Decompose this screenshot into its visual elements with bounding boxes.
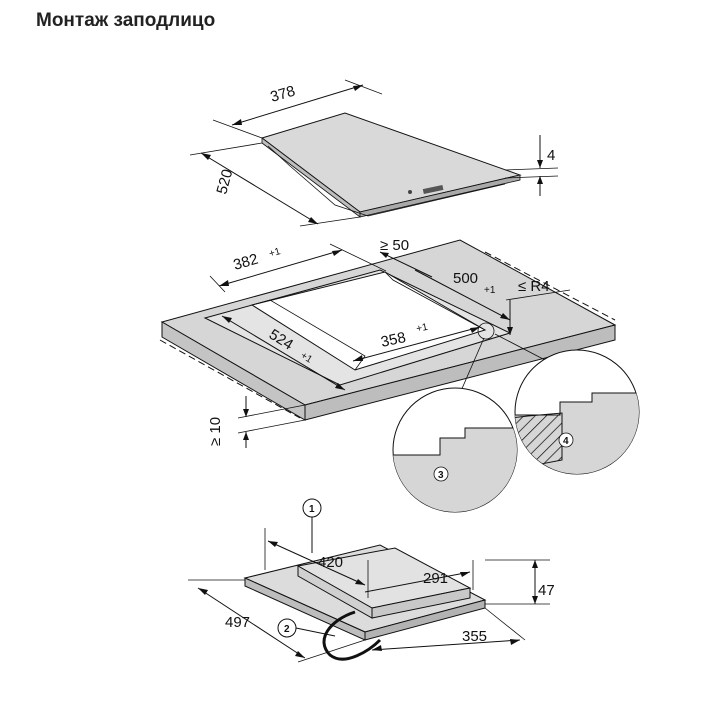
hob-indicator <box>408 190 412 194</box>
hob-width-dimension: 378 <box>212 79 383 139</box>
worktop-side-front <box>304 324 616 421</box>
hob-width-label: 378 <box>268 83 297 106</box>
cutout-inner-depth-label: 500 <box>453 270 478 287</box>
hob-drawing <box>260 112 522 218</box>
callout-1-label: 1 <box>309 504 315 515</box>
hob-thickness-dimension: 4 <box>504 135 559 196</box>
hob-depth-dimension: 520 <box>189 142 361 227</box>
cutout-inner-width-label: 358 <box>379 329 407 351</box>
unit-height-label: 47 <box>538 582 555 599</box>
cutout-radius-label: ≤ R4 <box>518 278 550 295</box>
unit-box-depth-label: 355 <box>462 628 487 645</box>
cutout-inner-depth-tolerance: +1 <box>484 285 496 296</box>
unit-drawing <box>243 544 487 661</box>
cutout-inner-depth-dimension: 500 +1 <box>414 269 511 321</box>
cutout-outer-width-dimension: 382 +1 <box>209 243 387 293</box>
callout-3-label: 3 <box>438 470 444 481</box>
hob-body-outline <box>267 145 506 217</box>
worktop-thickness-label: ≥ 10 <box>207 417 224 446</box>
unit-box-depth-dimension: 355 <box>371 607 526 651</box>
worktop-drawing <box>159 239 617 421</box>
cutout-inner-width-tolerance: +1 <box>415 322 429 335</box>
cutout-outer-depth-tolerance: +1 <box>298 350 314 366</box>
callout-2-label: 2 <box>284 624 290 635</box>
unit-depth-dimension: 497 <box>188 579 366 663</box>
callout-3-marker <box>433 466 449 482</box>
unit-height-dimension: 47 <box>485 559 555 605</box>
unit-box-width-label: 291 <box>423 570 448 587</box>
cutout-edge-label: ≥ 50 <box>380 237 409 254</box>
cutout-edge-dimension: ≥ 50 <box>379 237 433 278</box>
callout-2: 2 <box>277 618 336 638</box>
cutout-radius-dimension: ≤ R4 <box>505 278 571 335</box>
cutout-outer-width-label: 382 <box>231 251 260 274</box>
hob-glass-edge-front <box>359 174 521 218</box>
worktop-thickness-dimension: ≥ 10 <box>207 396 306 448</box>
callout-4-marker <box>558 432 574 448</box>
unit-width-label: 420 <box>318 554 343 571</box>
hob-thickness-label: 4 <box>547 147 555 164</box>
detail-marker-circle <box>477 322 495 340</box>
detail-view-3: 3 <box>392 387 518 513</box>
hob-depth-label: 520 <box>213 167 236 196</box>
detail-view-4: 4 <box>514 349 640 475</box>
unit-box-width-dimension: 291 <box>364 560 474 593</box>
hob-control-panel <box>422 184 444 195</box>
power-cable <box>322 610 382 661</box>
callout-4-label: 4 <box>563 436 569 447</box>
page-title: Монтаж заподлицо <box>36 10 216 31</box>
cutout-inner-width-dimension: 358 +1 <box>352 322 481 362</box>
unit-depth-label: 497 <box>225 614 250 631</box>
cutout-outer-width-tolerance: +1 <box>268 246 282 260</box>
hob-glass-top <box>260 112 522 213</box>
unit-width-dimension: 420 <box>264 528 369 598</box>
callout-1: 1 <box>302 498 322 553</box>
